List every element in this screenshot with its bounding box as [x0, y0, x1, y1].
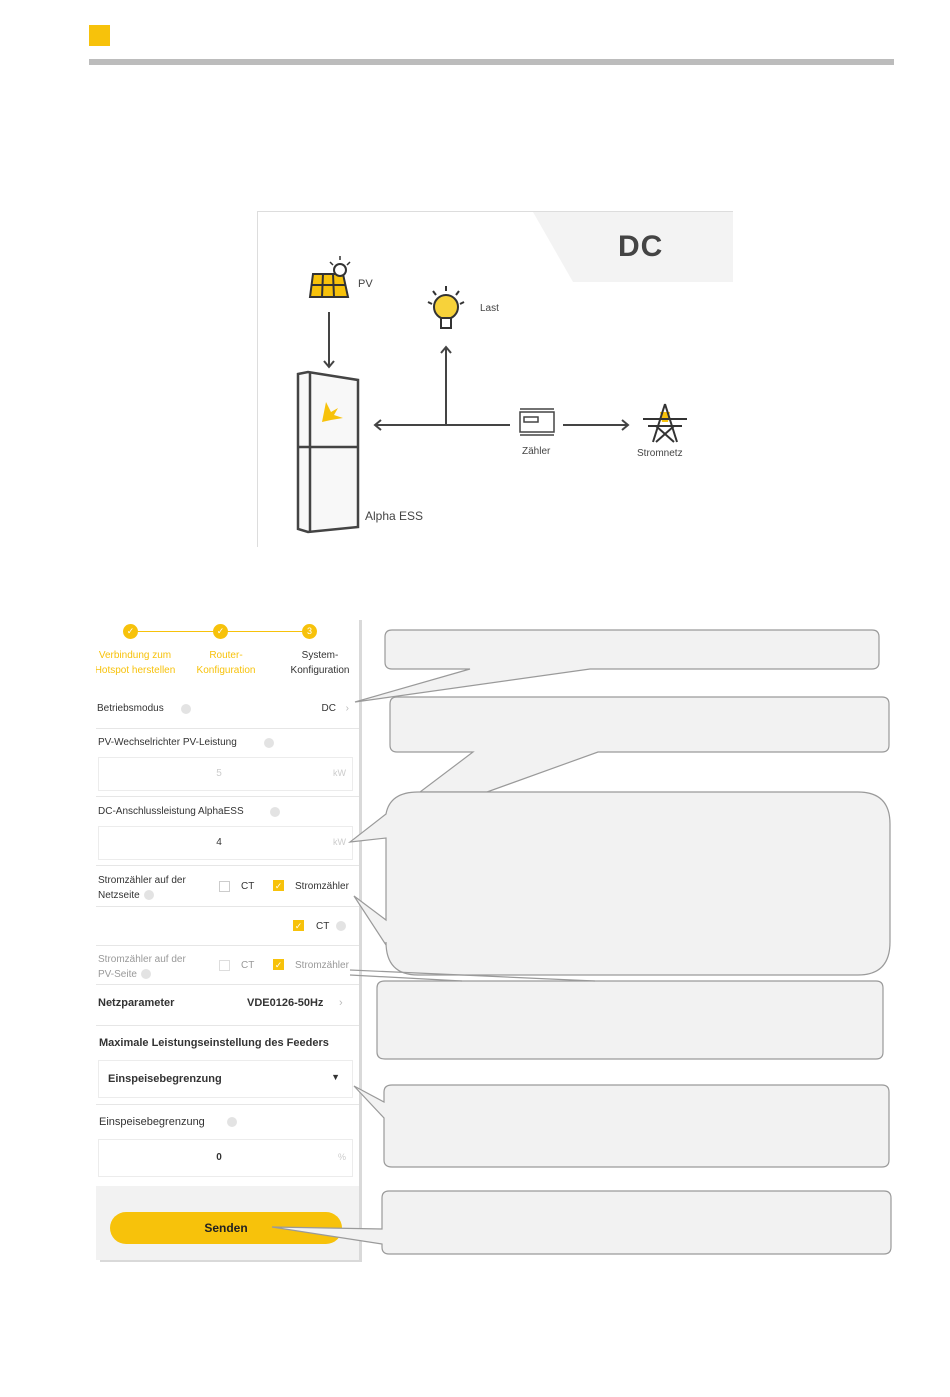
dc-connection-power-unit: kW [333, 837, 346, 847]
pv-inverter-power-input[interactable]: 5 kW [98, 757, 353, 791]
divider [96, 728, 359, 729]
light-bulb-icon [427, 286, 465, 329]
divider [96, 945, 359, 946]
help-icon[interactable] [143, 890, 154, 901]
divider [96, 796, 359, 797]
help-icon[interactable] [336, 921, 346, 931]
pv-meter-label: Stromzähler auf der PV-Seite [98, 954, 186, 980]
dc-connection-power-value: 4 [216, 837, 222, 848]
callout-pointer-line [349, 969, 596, 982]
feed-in-select-value: Einspeisebegrenzung [108, 1073, 222, 1085]
operating-mode-value: DC [321, 703, 336, 714]
dc-system-diagram: DC PV Last Zähler Stromnetz Alpha ESS [257, 211, 733, 547]
divider [96, 984, 359, 985]
load-label: Last [480, 303, 499, 314]
dc-connection-power-label: DC-Anschlussleistung AlphaESS [98, 806, 244, 817]
callout-5 [353, 1084, 890, 1168]
step-3-label[interactable]: System- Konfiguration [290, 650, 350, 676]
callout-1 [354, 629, 880, 703]
dropdown-arrow-icon: ▼ [331, 1072, 340, 1082]
power-pylon-icon [643, 403, 687, 443]
grid-meter-sub-ct-label: CT [316, 921, 330, 932]
divider [96, 865, 359, 866]
pv-label: PV [358, 278, 373, 290]
header-rule [89, 59, 894, 65]
feed-in-select[interactable]: Einspeisebegrenzung ▼ [98, 1060, 353, 1098]
divider [96, 906, 359, 907]
feed-in-limit-unit: % [337, 1152, 346, 1162]
title-banner [533, 212, 733, 282]
alpha-ess-cabinet-icon [296, 370, 360, 534]
pv-inverter-power-value: 5 [216, 768, 222, 779]
feed-in-limit-value: 0 [216, 1152, 222, 1163]
callout-pointer-line [349, 974, 463, 982]
help-icon[interactable] [181, 704, 191, 714]
meter-icon [519, 408, 555, 436]
step-2-check-icon: ✓ [213, 624, 228, 639]
step-1-check-icon: ✓ [123, 624, 138, 639]
grid-meter-ct-label: CT [241, 881, 255, 892]
callout-3 [347, 791, 891, 976]
pv-panel-icon [308, 256, 351, 298]
panel-shadow-bottom [100, 1259, 362, 1262]
grid-meter-meter-checkbox[interactable]: ✓ [273, 880, 284, 891]
divider [96, 1104, 359, 1105]
step-3-number: 3 [302, 624, 317, 639]
help-icon[interactable] [264, 738, 274, 748]
help-icon[interactable] [270, 807, 280, 817]
ess-label: Alpha ESS [365, 509, 424, 523]
grid-label: Stromnetz [637, 448, 683, 459]
callout-4 [376, 980, 884, 1060]
meter-label: Zähler [522, 446, 551, 457]
operating-mode-row[interactable]: Betriebsmodus DC › [96, 703, 359, 723]
diagram-graphics [296, 212, 733, 534]
step-2-label[interactable]: Router- Konfiguration [196, 650, 256, 676]
pv-inverter-power-label: PV-Wechselrichter PV-Leistung [98, 737, 237, 748]
help-icon[interactable] [227, 1117, 237, 1127]
operating-mode-label: Betriebsmodus [97, 703, 164, 714]
grid-meter-sub-ct-checkbox[interactable]: ✓ [293, 920, 304, 931]
pv-meter-meter-label: Stromzähler [295, 960, 349, 971]
pv-meter-ct-checkbox[interactable] [219, 960, 230, 971]
logo-square [89, 25, 110, 46]
divider [96, 1025, 359, 1026]
grid-params-value: VDE0126-50Hz [247, 997, 324, 1009]
help-icon[interactable] [140, 969, 151, 980]
dc-connection-power-input[interactable]: 4 kW [98, 826, 353, 860]
panel-shadow-right [358, 620, 362, 1262]
grid-meter-meter-label: Stromzähler [295, 881, 349, 892]
pv-inverter-power-unit: kW [333, 768, 346, 778]
diagram-title: DC [618, 230, 664, 263]
grid-meter-label: Stromzähler auf der Netzseite [98, 875, 186, 901]
feed-in-limit-input[interactable]: 0 % [98, 1139, 353, 1177]
feed-in-limit-label: Einspeisebegrenzung [99, 1116, 205, 1128]
system-configuration-screen: ✓ ✓ 3 Verbindung zum Hotspot herstellen … [96, 620, 359, 1260]
grid-meter-ct-checkbox[interactable] [219, 881, 230, 892]
pv-meter-ct-label: CT [241, 960, 255, 971]
flow-arrows [323, 312, 630, 431]
grid-params-label: Netzparameter [98, 997, 175, 1009]
chevron-right-icon: › [345, 703, 349, 714]
pv-meter-meter-checkbox[interactable]: ✓ [273, 959, 284, 970]
chevron-right-icon: › [339, 997, 343, 1009]
step-1-label[interactable]: Verbindung zum Hotspot herstellen [96, 650, 176, 676]
callout-2 [389, 696, 890, 793]
callout-6 [271, 1190, 892, 1255]
wizard-steps: ✓ ✓ 3 Verbindung zum Hotspot herstellen … [96, 620, 359, 692]
feeder-max-label: Maximale Leistungseinstellung des Feeder… [99, 1037, 329, 1049]
